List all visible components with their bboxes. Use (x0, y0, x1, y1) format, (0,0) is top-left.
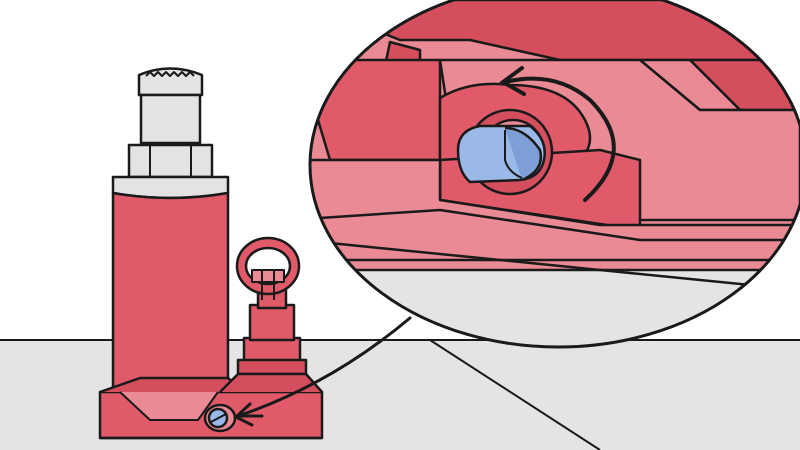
main-cylinder (111, 191, 230, 394)
counterclockwise-arrow-icon (499, 66, 616, 202)
callout-arrow-icon (233, 316, 412, 427)
release-valve-small (203, 403, 237, 433)
bottle-jack (98, 67, 324, 440)
hex-nut (127, 143, 214, 179)
release-valve-knob (456, 124, 546, 184)
pump-socket (248, 303, 296, 342)
magnified-valve-view (308, 0, 800, 349)
ram (139, 93, 202, 145)
